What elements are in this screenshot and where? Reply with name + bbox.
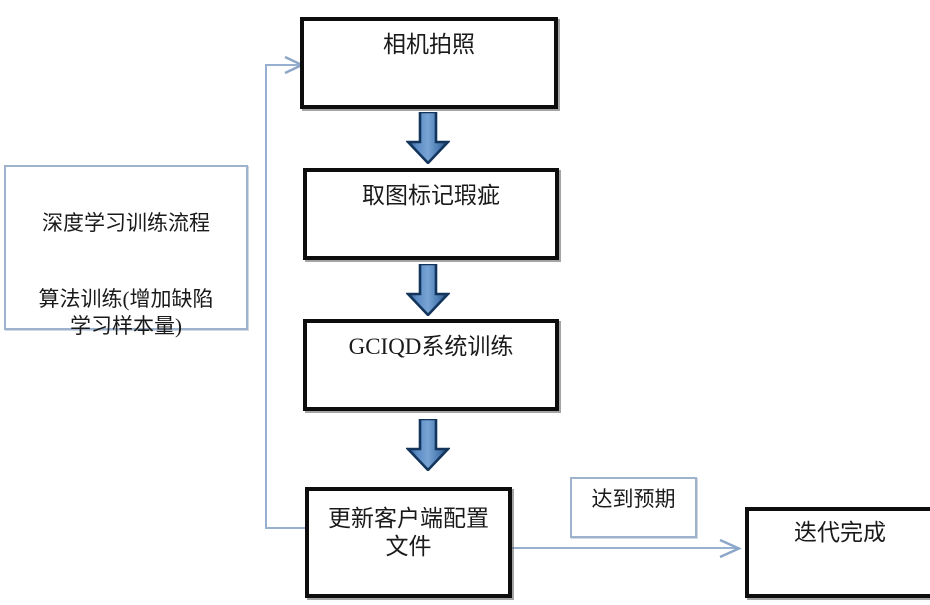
down-arrow-icon-camera-to-mark — [406, 112, 450, 164]
node-mark-defect-label: 取图标记瑕疵 — [362, 183, 500, 208]
training-info-line-2: 算法训练(增加缺陷 学习样本量) — [38, 286, 214, 339]
node-camera-capture-label: 相机拍照 — [383, 32, 475, 57]
down-arrow-icon-mark-to-gciqd — [406, 264, 450, 316]
node-mark-defect[interactable]: 取图标记瑕疵 — [303, 168, 559, 260]
node-training-info[interactable]: 深度学习训练流程 算法训练(增加缺陷 学习样本量) — [4, 165, 248, 338]
feedback-left-segment — [265, 64, 267, 529]
node-training-info-label: 深度学习训练流程 算法训练(增加缺陷 学习样本量) — [6, 167, 246, 366]
finish-line-segment — [512, 547, 736, 549]
training-info-line-1: 深度学习训练流程 — [42, 210, 210, 235]
node-expected-reached[interactable]: 达到预期 — [570, 477, 697, 538]
arrowhead-icon — [719, 538, 742, 559]
node-gciqd-system-training[interactable]: GCIQD系统训练 — [303, 319, 559, 411]
node-update-client-config-label: 更新客户端配置 文件 — [328, 506, 489, 560]
feedback-bottom-segment — [265, 527, 307, 529]
node-iteration-complete-label: 迭代完成 — [794, 520, 886, 545]
node-camera-capture[interactable]: 相机拍照 — [300, 17, 558, 109]
down-arrow-icon-gciqd-to-update — [406, 419, 450, 471]
node-gciqd-system-training-label: GCIQD系统训练 — [348, 334, 514, 359]
node-expected-reached-label: 达到预期 — [591, 487, 676, 511]
feedback-top-segment — [265, 64, 301, 66]
node-update-client-config[interactable]: 更新客户端配置 文件 — [305, 487, 512, 598]
node-iteration-complete[interactable]: 迭代完成 — [745, 507, 930, 598]
